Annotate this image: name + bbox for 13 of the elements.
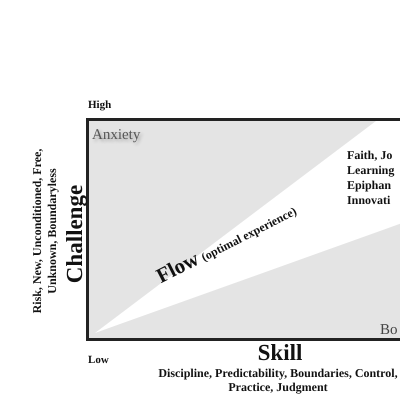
axis-description: Discipline, Predictability, Boundaries, Control, Practice, Judgment <box>157 366 399 394</box>
axis-label: Low <box>88 353 109 368</box>
axis-label: High <box>88 98 112 113</box>
axis-title: Challenge <box>61 184 88 284</box>
list-text: Learning <box>347 162 394 179</box>
axis-title: Skill <box>256 340 304 366</box>
region-label: Flow <box>151 246 203 290</box>
axis-description: Risk, New, Unconditioned, Free, Unknown, Boundaryless <box>30 148 60 316</box>
region-label: Anxiety <box>92 126 140 145</box>
list-text: Faith, Jo <box>347 147 392 164</box>
list-text: Epiphan <box>347 177 392 194</box>
region-label: Bo <box>380 321 398 340</box>
list-text: Innovati <box>347 192 390 209</box>
